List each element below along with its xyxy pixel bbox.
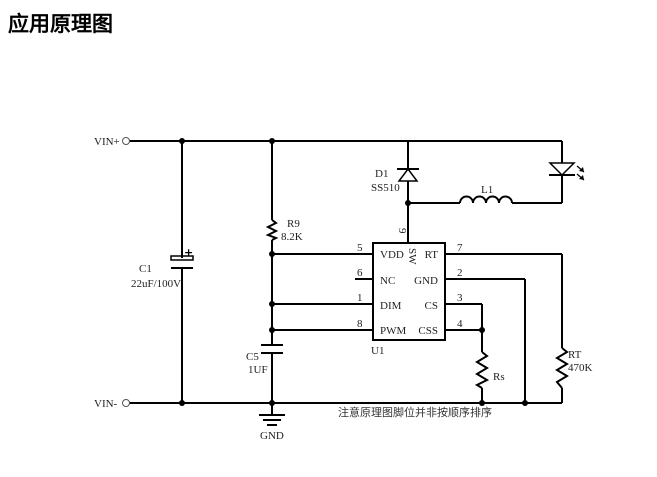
svg-text:6: 6: [357, 267, 363, 279]
diode-d1: [397, 167, 419, 182]
pin-order-note: 注意原理图脚位并非按顺序排序: [338, 405, 492, 419]
d1-value: SS510: [371, 182, 400, 194]
c5-value: 1UF: [248, 364, 268, 376]
rt-value: 470K: [568, 362, 593, 374]
resistor-rt: [555, 347, 569, 389]
l1-name: L1: [481, 184, 493, 196]
svg-text:+: +: [184, 246, 193, 259]
svg-text:8: 8: [357, 318, 363, 330]
capacitor-c1: +: [170, 246, 194, 269]
junctions: [179, 138, 528, 406]
gnd-label: GND: [260, 430, 284, 442]
svg-text:4: 4: [457, 318, 463, 330]
inductor-l1: [459, 195, 513, 204]
vin-minus-terminal: [122, 399, 130, 407]
svg-text:2: 2: [457, 267, 463, 279]
capacitor-c5: [261, 344, 283, 354]
rt-name: RT: [568, 349, 582, 361]
r9-name: R9: [287, 218, 300, 230]
svg-text:NC: NC: [380, 275, 395, 287]
u1-label: U1: [371, 345, 384, 357]
chip-pins-right: 7 RT 2 GND 3 CS 4 CSS: [414, 242, 463, 337]
vin-plus-label: VIN+: [94, 136, 120, 148]
vin-plus-terminal: [122, 137, 130, 145]
d1-name: D1: [375, 168, 388, 180]
rs-label: Rs: [493, 371, 505, 383]
svg-text:1: 1: [357, 292, 363, 304]
svg-text:PWM: PWM: [380, 325, 407, 337]
pin-9-number: 9: [396, 228, 408, 234]
svg-text:DIM: DIM: [380, 300, 402, 312]
resistor-rs: [474, 351, 490, 389]
svg-text:7: 7: [457, 242, 463, 254]
led-icon: [548, 162, 585, 181]
svg-text:RT: RT: [425, 249, 439, 261]
svg-text:3: 3: [457, 292, 463, 304]
svg-text:5: 5: [357, 242, 363, 254]
wires: [129, 140, 563, 415]
svg-text:CSS: CSS: [418, 325, 438, 337]
resistor-r9: [265, 219, 279, 241]
svg-text:CS: CS: [425, 300, 438, 312]
chip-pins-left: 5 VDD 6 NC 1 DIM 8 PWM: [357, 242, 407, 337]
c1-name: C1: [139, 263, 152, 275]
ground-icon: [259, 414, 285, 426]
svg-text:VDD: VDD: [380, 249, 404, 261]
c1-value: 22uF/100V: [131, 278, 181, 290]
svg-text:GND: GND: [414, 275, 438, 287]
pin-sw-label: SW: [406, 248, 418, 265]
chip-u1: [372, 242, 446, 341]
page-title: 应用原理图: [8, 12, 113, 36]
vin-minus-label: VIN-: [94, 398, 118, 410]
c5-name: C5: [246, 351, 259, 363]
r9-value: 8.2K: [281, 231, 303, 243]
